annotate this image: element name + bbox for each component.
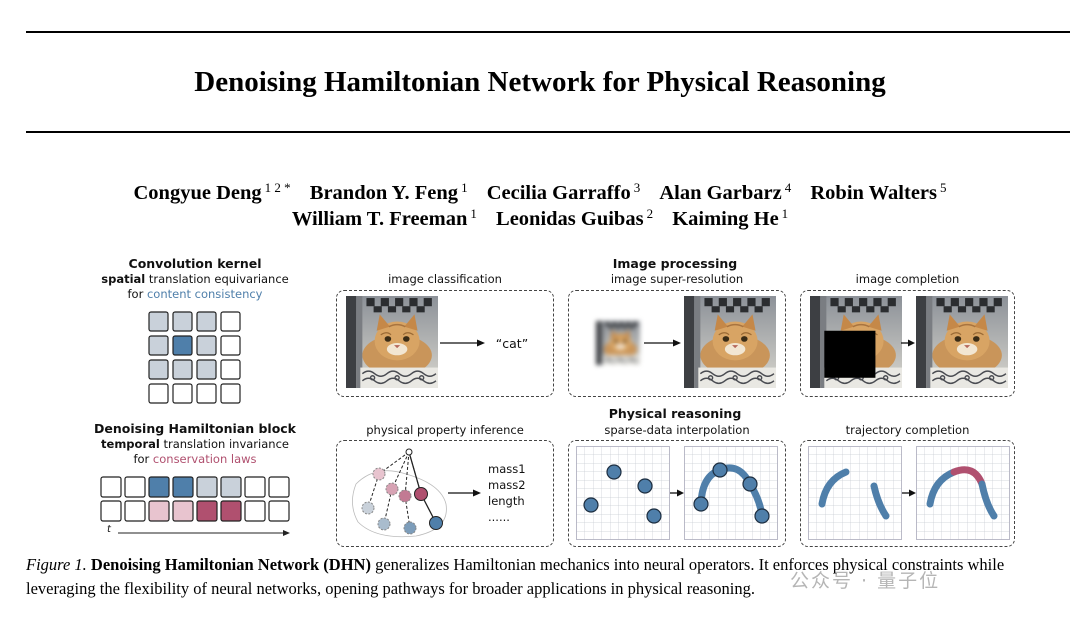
section-image-processing: Image processing: [612, 256, 738, 271]
caption-bold: Denoising Hamiltonian Network (DHN): [90, 555, 371, 574]
property-item: mass2: [488, 478, 526, 492]
arrow-icon: [670, 489, 684, 497]
paper-title: Denoising Hamiltonian Network for Physic…: [194, 66, 886, 98]
conv-kernel-desc-2: for content consistency: [127, 287, 263, 301]
low-res-photo: [596, 321, 640, 365]
completed-trajectory-plot: [916, 446, 1010, 540]
cat-photo-input: [346, 296, 438, 388]
top-rule: [26, 31, 1070, 33]
panel-image-completion: [800, 290, 1015, 397]
label-image-completion: image completion: [855, 272, 960, 286]
watermark: 公众号 · 量子位: [790, 570, 941, 592]
panel-image-classification: [336, 290, 554, 397]
arrow-icon: [448, 489, 481, 497]
property-item: length: [488, 494, 525, 508]
time-axis-label: t: [107, 524, 111, 535]
dhb-desc-2: for conservation laws: [133, 452, 257, 466]
property-item: mass1: [488, 462, 526, 476]
arrow-icon: [440, 339, 485, 347]
section-physical-reasoning: Physical reasoning: [608, 406, 742, 421]
label-super-resolution: image super-resolution: [610, 272, 744, 286]
label-property-inference: physical property inference: [366, 423, 524, 437]
masked-photo: [810, 296, 902, 388]
conv-kernel-title: Convolution kernel: [128, 256, 262, 271]
property-list: mass1 mass2 length ......: [488, 461, 548, 525]
dhb-title: Denoising Hamiltonian block: [93, 421, 296, 436]
label-trajectory-completion: trajectory completion: [845, 423, 970, 437]
partial-trajectory-plot: [808, 446, 902, 540]
sparse-points-plot: [576, 446, 670, 540]
figure-caption: Figure 1. Denoising Hamiltonian Network …: [26, 553, 1076, 601]
panel-trajectory-completion: [800, 440, 1015, 547]
arrow-icon: [901, 339, 915, 347]
conv-kernel-desc-1: spatial translation equivariance: [101, 272, 289, 286]
property-item: ......: [488, 510, 510, 524]
conv-kernel-grid: [148, 311, 241, 404]
bottom-rule: [26, 131, 1070, 133]
label-image-classification: image classification: [388, 272, 502, 286]
cat-label-output: “cat”: [495, 336, 529, 351]
completed-photo: [916, 296, 1008, 388]
arrow-icon: [902, 489, 916, 497]
label-interpolation: sparse-data interpolation: [604, 423, 750, 437]
panel-super-resolution: [568, 290, 786, 397]
pendulum-diagram: [352, 448, 447, 538]
high-res-photo: [684, 296, 776, 388]
interpolated-curve-plot: [684, 446, 778, 540]
arrow-icon: [644, 339, 681, 347]
caption-text: generalizes Hamiltonian mechanics into n…: [26, 555, 1005, 598]
panel-interpolation: [568, 440, 786, 547]
panel-property-inference: [336, 440, 554, 547]
caption-label: Figure 1.: [26, 555, 87, 574]
dhb-desc-1: temporal translation invariance: [101, 437, 289, 451]
dhb-grid: [100, 476, 290, 536]
